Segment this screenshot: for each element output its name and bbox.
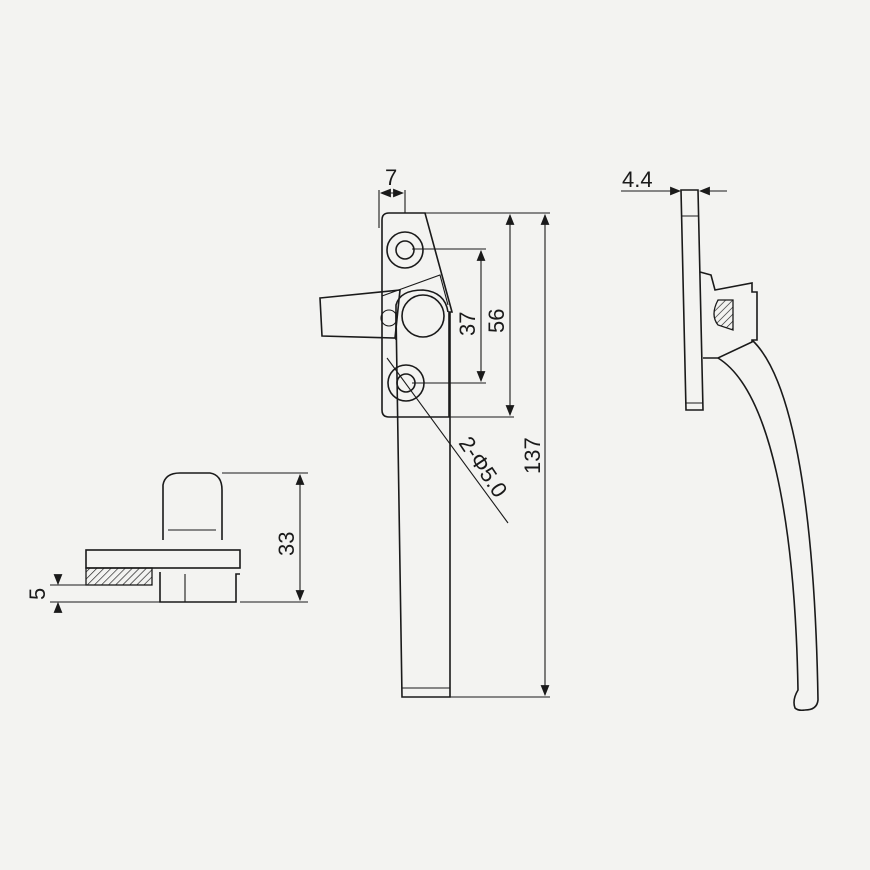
- side-view: 4.4: [621, 167, 819, 712]
- lever-inner: [717, 357, 806, 712]
- handle-plate: [381, 212, 454, 418]
- dim-5-label: 5: [25, 588, 50, 600]
- dim-56-label: 56: [484, 309, 509, 333]
- wedge-tab: [319, 289, 401, 339]
- dim-137-label: 137: [520, 437, 545, 474]
- pin-circle: [380, 309, 398, 327]
- dim-4-4-label: 4.4: [622, 167, 653, 192]
- cam-edge: [381, 274, 449, 306]
- hole-callout-label: 2-Φ5.0: [454, 432, 513, 502]
- hatched-section: [713, 299, 734, 331]
- dim-37-label: 37: [455, 312, 480, 336]
- side-plate: [680, 189, 704, 411]
- hub: [699, 271, 758, 359]
- handle-arm: [395, 311, 451, 698]
- dim-33-label: 33: [274, 532, 299, 556]
- base-plate: [85, 549, 241, 569]
- dim-7-label: 7: [385, 165, 397, 190]
- boss-circle: [401, 294, 445, 338]
- lever-outer: [751, 339, 819, 711]
- knob: [162, 472, 223, 540]
- base-lower: [159, 572, 240, 603]
- front-view: 7 37 56 137 2-Φ5.0: [319, 165, 550, 698]
- hole-top-inner: [395, 240, 415, 260]
- bottom-view: 33 5: [25, 472, 308, 613]
- hatched-section: [85, 567, 153, 586]
- hole-top-outer: [386, 231, 424, 269]
- hole-leader: [386, 357, 509, 524]
- boss-outline: [395, 289, 449, 340]
